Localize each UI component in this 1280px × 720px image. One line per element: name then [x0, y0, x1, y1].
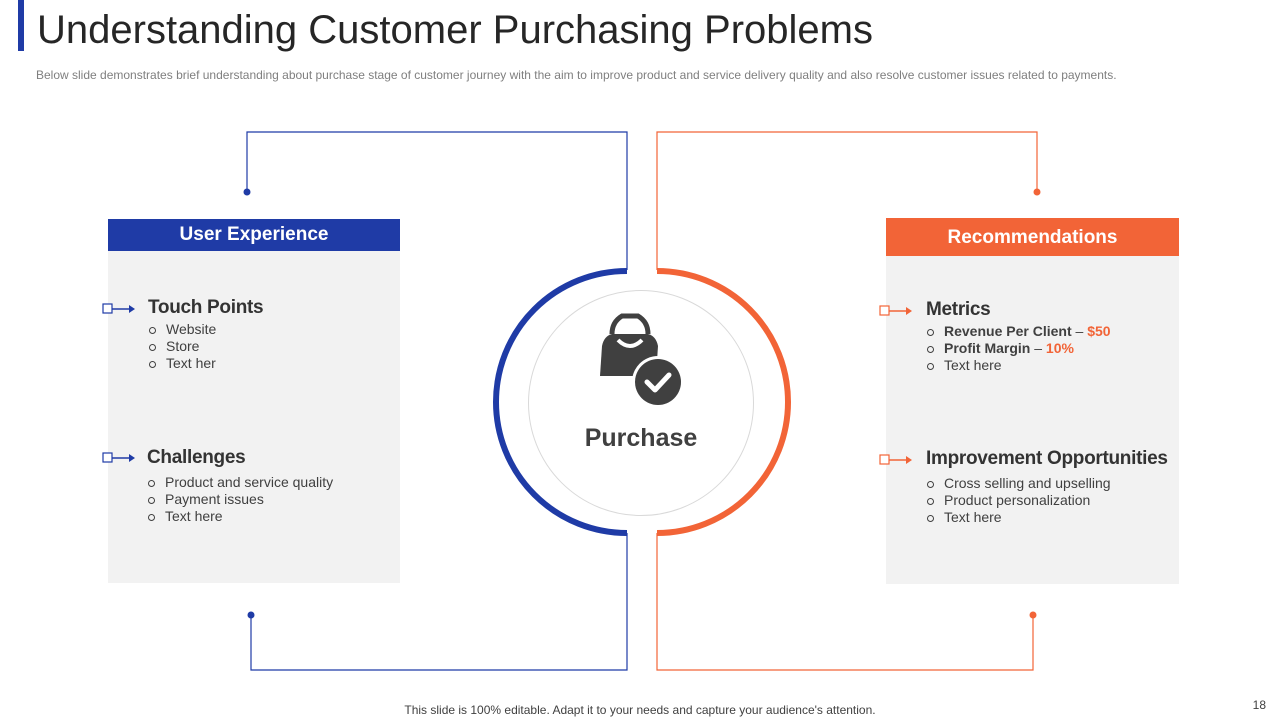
- list-item: Profit Margin – 10%: [926, 340, 1111, 357]
- recommendations-panel: Recommendations: [886, 218, 1179, 584]
- list-item: Payment issues: [147, 491, 333, 508]
- arrow-marker-icon: [102, 303, 135, 314]
- list-item: Text here: [926, 509, 1168, 526]
- metrics-section: Metrics Revenue Per Client – $50 Profit …: [926, 299, 1111, 374]
- title-accent-bar: [18, 0, 24, 51]
- list-item: Text her: [148, 355, 263, 372]
- arrow-marker-icon: [879, 454, 912, 465]
- metrics-title: Metrics: [926, 299, 991, 320]
- slide-subtitle: Below slide demonstrates brief understan…: [36, 68, 1117, 82]
- margin-label: Profit Margin: [944, 340, 1031, 356]
- improvement-title: Improvement Opportunities: [926, 448, 1168, 469]
- list-item: Cross selling and upselling: [926, 475, 1168, 492]
- list-item: Text here: [147, 508, 333, 525]
- revenue-label: Revenue Per Client: [944, 323, 1072, 339]
- arrow-marker-icon: [879, 305, 912, 316]
- dash: –: [1071, 323, 1088, 339]
- list-item: Store: [148, 338, 263, 355]
- list-item: Product and service quality: [147, 474, 333, 491]
- improvement-section: Improvement Opportunities Cross selling …: [926, 448, 1168, 526]
- page-number: 18: [1252, 698, 1266, 712]
- dash: –: [1030, 340, 1046, 356]
- panel-header-user-experience: User Experience: [108, 219, 400, 251]
- list-item: Product personalization: [926, 492, 1168, 509]
- list-item: Website: [148, 321, 263, 338]
- shopping-bag-check-icon: [598, 312, 688, 413]
- challenges-section: Challenges Product and service quality P…: [147, 447, 333, 525]
- arrow-marker-icon: [102, 452, 135, 463]
- revenue-value: $50: [1087, 323, 1111, 339]
- challenges-title: Challenges: [147, 447, 246, 468]
- list-item: Revenue Per Client – $50: [926, 323, 1111, 340]
- touch-points-title: Touch Points: [148, 297, 264, 318]
- slide-title: Understanding Customer Purchasing Proble…: [37, 8, 873, 52]
- user-experience-panel: User Experience: [108, 219, 400, 583]
- center-circle: [528, 290, 754, 516]
- touch-points-section: Touch Points Website Store Text her: [148, 297, 264, 372]
- panel-header-recommendations: Recommendations: [886, 218, 1179, 256]
- slide-footer: This slide is 100% editable. Adapt it to…: [404, 703, 876, 717]
- list-item: Text here: [926, 357, 1111, 374]
- margin-value: 10%: [1045, 340, 1074, 356]
- center-label: Purchase: [584, 424, 698, 452]
